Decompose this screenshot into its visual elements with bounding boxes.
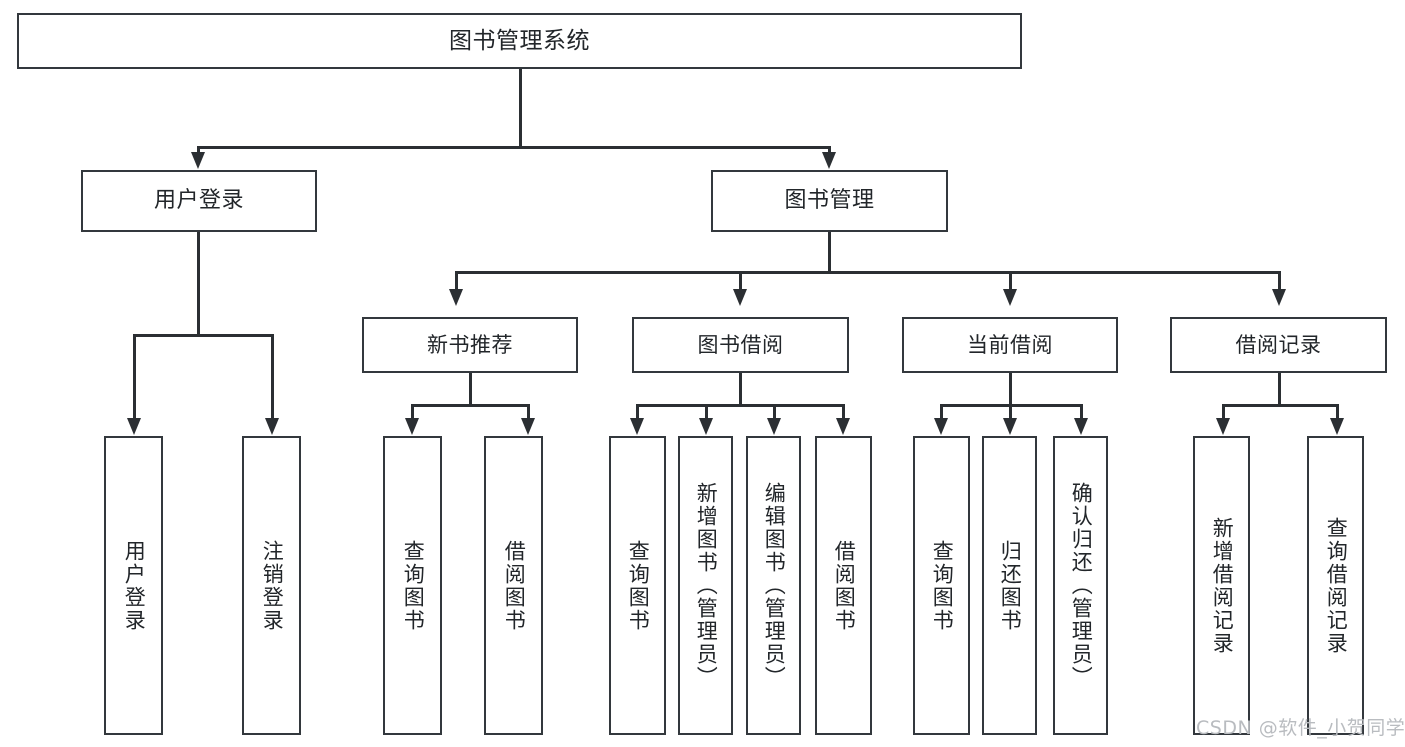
connector-new-book-drop-1 <box>411 404 414 422</box>
leaf-query-record[interactable]: 查询借阅记录 <box>1307 436 1364 735</box>
leaf-borrow-book-new-label: 借阅图书 <box>502 539 527 632</box>
leaf-user-login-label: 用户登录 <box>122 539 147 632</box>
arrow-to-leaf-user-login <box>127 418 141 435</box>
node-root[interactable]: 图书管理系统 <box>17 13 1022 69</box>
arrow-to-leaf-add-record <box>1216 418 1230 435</box>
connector-book-borrow-drop-2 <box>705 404 708 422</box>
connector-user-login-bus <box>133 334 274 337</box>
leaf-query-book-borrow-label: 查询图书 <box>626 539 651 632</box>
arrow-to-new-book <box>449 289 463 306</box>
connector-new-book-stem <box>469 373 472 406</box>
arrow-to-user-login <box>191 152 205 169</box>
connector-level3-drop-2 <box>739 271 742 293</box>
arrow-to-leaf-query-book-2 <box>630 418 644 435</box>
leaf-add-book-label: 新增图书（管理员） <box>694 482 719 689</box>
node-user-login-label: 用户登录 <box>153 188 244 214</box>
connector-level3-drop-1 <box>455 271 458 293</box>
leaf-return-book[interactable]: 归还图书 <box>982 436 1037 735</box>
connector-book-borrow-drop-1 <box>636 404 639 422</box>
leaf-borrow-book[interactable]: 借阅图书 <box>815 436 872 735</box>
connector-book-borrow-drop-4 <box>842 404 845 422</box>
arrow-to-leaf-query-record <box>1330 418 1344 435</box>
leaf-logout[interactable]: 注销登录 <box>242 436 301 735</box>
connector-current-borrow-stem <box>1009 373 1012 406</box>
leaf-borrow-book-new[interactable]: 借阅图书 <box>484 436 543 735</box>
arrow-to-leaf-add-book <box>699 418 713 435</box>
leaf-edit-book[interactable]: 编辑图书（管理员） <box>746 436 801 735</box>
node-current-borrow[interactable]: 当前借阅 <box>902 317 1118 373</box>
leaf-edit-book-label: 编辑图书（管理员） <box>762 482 787 689</box>
leaf-query-record-label: 查询借阅记录 <box>1324 516 1349 655</box>
connector-root-bus <box>197 146 831 149</box>
connector-current-borrow-drop-2 <box>1009 404 1012 422</box>
connector-level3-drop-4 <box>1278 271 1281 293</box>
connector-borrow-record-drop-1 <box>1222 404 1225 422</box>
connector-user-login-drop-2 <box>271 334 274 422</box>
node-borrow-record-label: 借阅记录 <box>1235 332 1322 357</box>
node-user-login[interactable]: 用户登录 <box>81 170 317 232</box>
leaf-return-book-label: 归还图书 <box>998 539 1023 632</box>
arrow-to-borrow-record <box>1272 289 1286 306</box>
connector-new-book-drop-2 <box>527 404 530 422</box>
leaf-user-login[interactable]: 用户登录 <box>104 436 163 735</box>
leaf-query-book-current-label: 查询图书 <box>930 539 955 632</box>
connector-borrow-record-stem <box>1278 373 1281 406</box>
leaf-query-book-new-label: 查询图书 <box>401 539 426 632</box>
connector-borrow-record-bus <box>1222 404 1338 407</box>
leaf-borrow-book-label: 借阅图书 <box>832 539 857 632</box>
leaf-query-book-new[interactable]: 查询图书 <box>383 436 442 735</box>
connector-book-manage-bus <box>455 271 1281 274</box>
arrow-to-current-borrow <box>1003 289 1017 306</box>
arrow-to-leaf-borrow-book-2 <box>836 418 850 435</box>
connector-borrow-record-drop-2 <box>1336 404 1339 422</box>
connector-current-borrow-drop-1 <box>940 404 943 422</box>
arrow-to-book-borrow <box>733 289 747 306</box>
connector-root-drop-right <box>828 146 831 156</box>
node-book-borrow[interactable]: 图书借阅 <box>632 317 849 373</box>
connector-user-login-drop-1 <box>133 334 136 422</box>
csdn-watermark: CSDN @软件_小贺同学 <box>1196 717 1405 739</box>
leaf-query-book-current[interactable]: 查询图书 <box>913 436 970 735</box>
arrow-to-leaf-edit-book <box>767 418 781 435</box>
arrow-to-book-manage <box>822 152 836 169</box>
connector-book-borrow-stem <box>739 373 742 406</box>
node-new-book-label: 新书推荐 <box>427 332 513 357</box>
leaf-add-record-label: 新增借阅记录 <box>1210 516 1235 655</box>
node-borrow-record[interactable]: 借阅记录 <box>1170 317 1387 373</box>
leaf-add-book[interactable]: 新增图书（管理员） <box>678 436 733 735</box>
arrow-to-leaf-confirm-return <box>1074 418 1088 435</box>
leaf-confirm-return[interactable]: 确认归还（管理员） <box>1053 436 1108 735</box>
leaf-add-record[interactable]: 新增借阅记录 <box>1193 436 1250 735</box>
arrow-to-leaf-query-book-1 <box>405 418 419 435</box>
node-new-book[interactable]: 新书推荐 <box>362 317 578 373</box>
arrow-to-leaf-query-book-3 <box>934 418 948 435</box>
node-book-manage[interactable]: 图书管理 <box>711 170 948 232</box>
leaf-confirm-return-label: 确认归还（管理员） <box>1069 482 1094 689</box>
node-current-borrow-label: 当前借阅 <box>967 332 1053 357</box>
node-book-manage-label: 图书管理 <box>784 188 875 214</box>
arrow-to-leaf-borrow-book-1 <box>521 418 535 435</box>
node-root-label: 图书管理系统 <box>449 27 590 54</box>
connector-level3-drop-3 <box>1009 271 1012 293</box>
connector-book-manage-stem <box>828 232 831 273</box>
connector-current-borrow-drop-3 <box>1080 404 1083 422</box>
connector-root-stem <box>519 69 522 148</box>
connector-user-login-stem <box>197 232 200 336</box>
connector-new-book-bus <box>411 404 529 407</box>
node-book-borrow-label: 图书借阅 <box>697 332 784 357</box>
leaf-logout-label: 注销登录 <box>260 539 285 632</box>
connector-root-drop-left <box>197 146 200 156</box>
arrow-to-leaf-return-book <box>1003 418 1017 435</box>
arrow-to-leaf-logout <box>265 418 279 435</box>
connector-book-borrow-bus <box>636 404 844 407</box>
leaf-query-book-borrow[interactable]: 查询图书 <box>609 436 666 735</box>
connector-book-borrow-drop-3 <box>773 404 776 422</box>
